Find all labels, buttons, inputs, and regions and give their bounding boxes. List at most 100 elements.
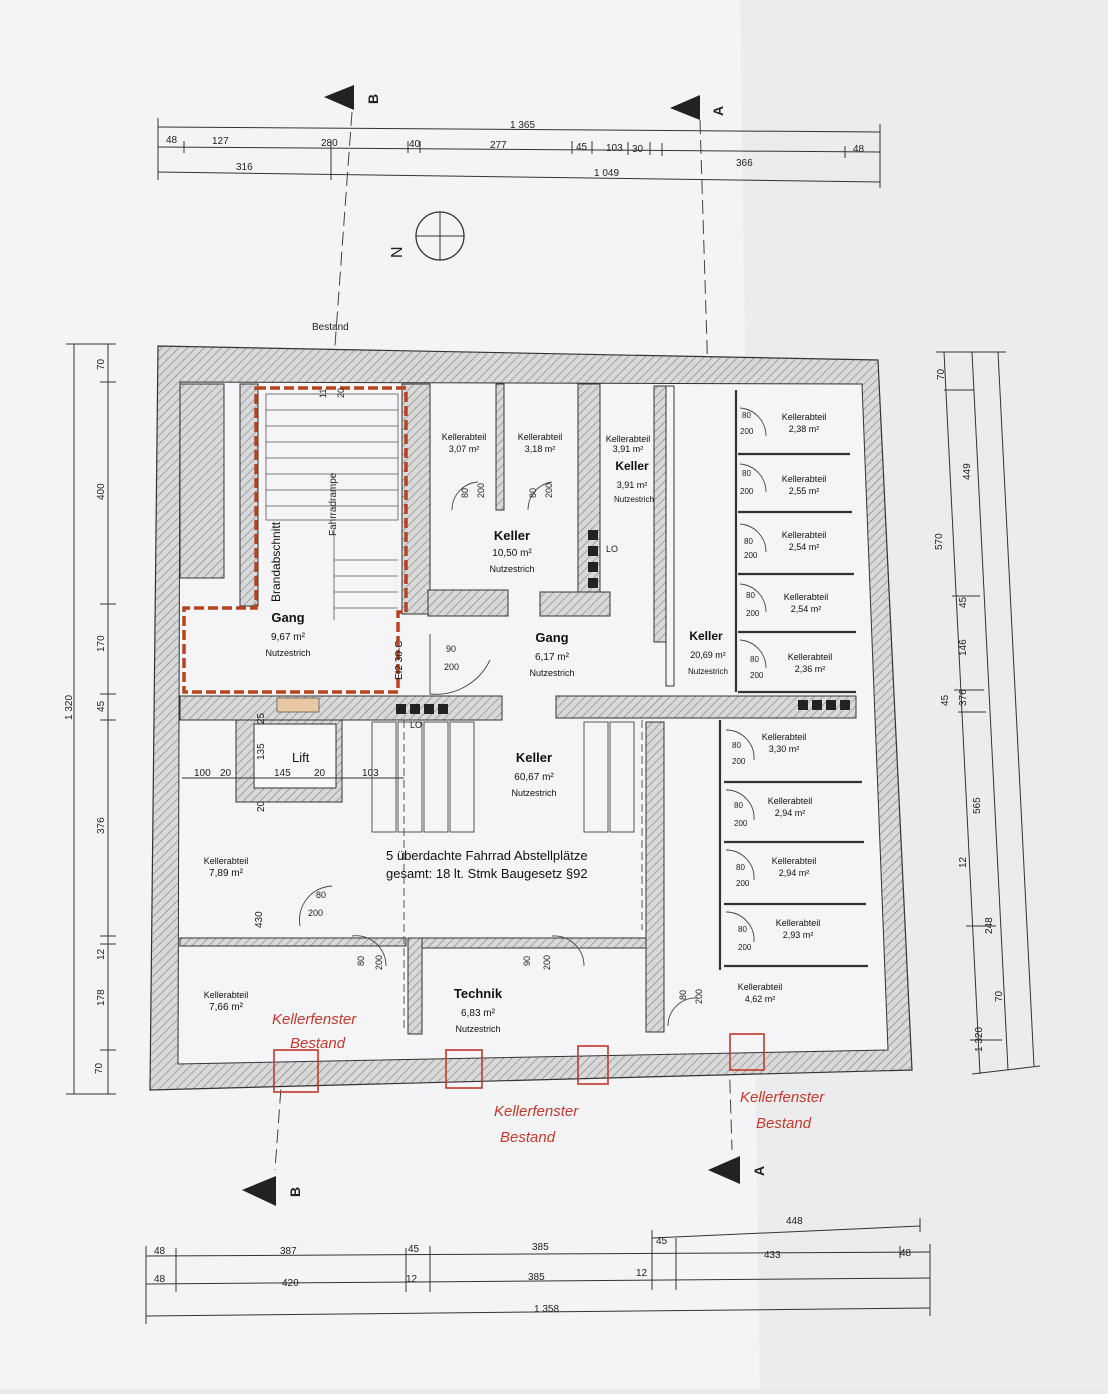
room-technik: Technik 6,83 m² Nutzestrich <box>454 986 503 1034</box>
svg-text:3,91 m²: 3,91 m² <box>613 444 644 454</box>
vent-label-1: LO <box>606 544 618 554</box>
svg-text:9,67 m²: 9,67 m² <box>271 632 306 643</box>
svg-text:80: 80 <box>750 655 759 664</box>
red-annotations: Kellerfenster Bestand Kellerfenster Best… <box>272 1011 825 1146</box>
svg-text:376: 376 <box>958 689 969 706</box>
left-dimensions <box>66 343 116 1095</box>
dim-top-45: 45 <box>576 142 588 153</box>
svg-text:2,54 m²: 2,54 m² <box>791 604 822 614</box>
svg-text:48: 48 <box>154 1246 166 1257</box>
dim-top-40: 40 <box>409 139 421 150</box>
stair-dim-20: 20 <box>336 388 346 398</box>
room-kellerabteil-318: Kellerabteil 3,18 m² <box>518 432 563 454</box>
svg-text:6,83 m²: 6,83 m² <box>461 1008 496 1019</box>
dim-top-366: 366 <box>736 158 753 169</box>
door-w-3: 90 <box>446 644 456 654</box>
lift-door <box>276 697 320 713</box>
svg-text:80: 80 <box>742 469 751 478</box>
door-h-2: 200 <box>544 483 554 498</box>
room-keller-391: Keller 3,91 m² Nutzestrich <box>614 459 654 504</box>
svg-text:200: 200 <box>738 943 752 952</box>
svg-text:Kellerabteil: Kellerabteil <box>518 432 563 442</box>
svg-text:Kellerabteil: Kellerabteil <box>204 856 249 866</box>
svg-text:7,66 m²: 7,66 m² <box>209 1002 244 1013</box>
svg-text:1 320: 1 320 <box>974 1027 985 1052</box>
svg-text:A: A <box>710 106 726 116</box>
svg-text:2,38 m²: 2,38 m² <box>789 424 820 434</box>
north-arrow-icon: N <box>389 211 465 261</box>
svg-text:80: 80 <box>736 863 745 872</box>
ei2-label: EI2 30-C <box>394 641 405 680</box>
svg-text:70: 70 <box>94 1062 105 1074</box>
svg-text:80: 80 <box>732 741 741 750</box>
room-kellerabteil-307: Kellerabteil 3,07 m² <box>442 432 487 454</box>
svg-text:1 320: 1 320 <box>64 695 75 720</box>
annotation-2-line1: Kellerfenster <box>494 1103 579 1120</box>
fahrradrampe-label: Fahrradrampe <box>328 472 339 536</box>
brandabschnitt-label: Brandabschnitt <box>269 521 283 602</box>
svg-text:570: 570 <box>934 533 945 550</box>
svg-text:430: 430 <box>254 911 265 928</box>
svg-text:Keller: Keller <box>516 750 552 765</box>
svg-text:146: 146 <box>958 639 969 656</box>
svg-text:Gang: Gang <box>271 610 304 625</box>
svg-text:70: 70 <box>994 990 1005 1002</box>
svg-text:178: 178 <box>96 989 107 1006</box>
svg-text:Nutzestrich: Nutzestrich <box>265 648 310 658</box>
svg-text:70: 70 <box>96 358 107 370</box>
annotation-3-line1: Kellerfenster <box>740 1089 825 1106</box>
svg-text:2,36 m²: 2,36 m² <box>795 664 826 674</box>
svg-text:385: 385 <box>532 1242 549 1253</box>
svg-text:145: 145 <box>274 768 291 779</box>
svg-text:200: 200 <box>746 609 760 618</box>
svg-text:2,55 m²: 2,55 m² <box>789 486 820 496</box>
annotation-1-line2: Bestand <box>290 1035 346 1052</box>
svg-text:Nutzestrich: Nutzestrich <box>688 667 728 676</box>
svg-text:25: 25 <box>256 712 267 724</box>
svg-text:45: 45 <box>96 700 107 712</box>
svg-text:80: 80 <box>744 537 753 546</box>
svg-text:20,69 m²: 20,69 m² <box>690 650 726 660</box>
svg-text:Kellerabteil: Kellerabteil <box>204 990 249 1000</box>
door-h-5: 200 <box>374 955 384 970</box>
svg-text:Kellerabteil: Kellerabteil <box>776 918 821 928</box>
top-dimensions <box>157 118 881 188</box>
fire-compartment-outline <box>182 386 408 694</box>
dim-top-48b: 48 <box>853 144 865 155</box>
bike-note-line2: gesamt: 18 lt. Stmk Baugesetz §92 <box>386 866 588 881</box>
svg-text:Nutzestrich: Nutzestrich <box>511 788 556 798</box>
svg-text:103: 103 <box>362 768 379 779</box>
right-dimensions <box>936 351 1041 1075</box>
svg-text:3,18 m²: 3,18 m² <box>525 444 556 454</box>
lift-label: Lift <box>292 750 310 765</box>
room-keller-2069: Keller 20,69 m² Nutzestrich <box>688 629 728 676</box>
svg-text:20: 20 <box>314 768 326 779</box>
stair-dim-11: 11 <box>318 389 328 398</box>
svg-text:Keller: Keller <box>615 459 649 473</box>
svg-text:Nutzestrich: Nutzestrich <box>489 564 534 574</box>
door-h-7: 200 <box>694 989 704 1004</box>
svg-text:200: 200 <box>740 427 754 436</box>
svg-text:385: 385 <box>528 1272 545 1283</box>
east-partitions <box>718 390 868 970</box>
section-b-top: B <box>324 85 381 110</box>
lift-shaft <box>253 723 337 789</box>
bottom-dimensions <box>145 1218 931 1324</box>
svg-text:12: 12 <box>96 948 107 960</box>
bottom-dimension-labels: 448 48 387 45 385 45 433 48 48 420 12 38… <box>154 1216 912 1315</box>
door-w-2: 80 <box>528 488 538 498</box>
svg-text:B: B <box>365 94 381 104</box>
svg-text:80: 80 <box>742 411 751 420</box>
room-kellerabteil-789: Kellerabteil 7,89 m² <box>204 856 249 879</box>
door-h-6: 200 <box>542 955 552 970</box>
door-h-3: 200 <box>444 662 459 672</box>
svg-text:200: 200 <box>750 671 764 680</box>
svg-text:80: 80 <box>738 925 747 934</box>
svg-text:Technik: Technik <box>454 986 503 1001</box>
door-w-6: 90 <box>522 956 532 966</box>
svg-text:N: N <box>389 246 406 258</box>
svg-text:B: B <box>287 1187 303 1197</box>
svg-text:45: 45 <box>958 596 969 608</box>
svg-text:200: 200 <box>736 879 750 888</box>
